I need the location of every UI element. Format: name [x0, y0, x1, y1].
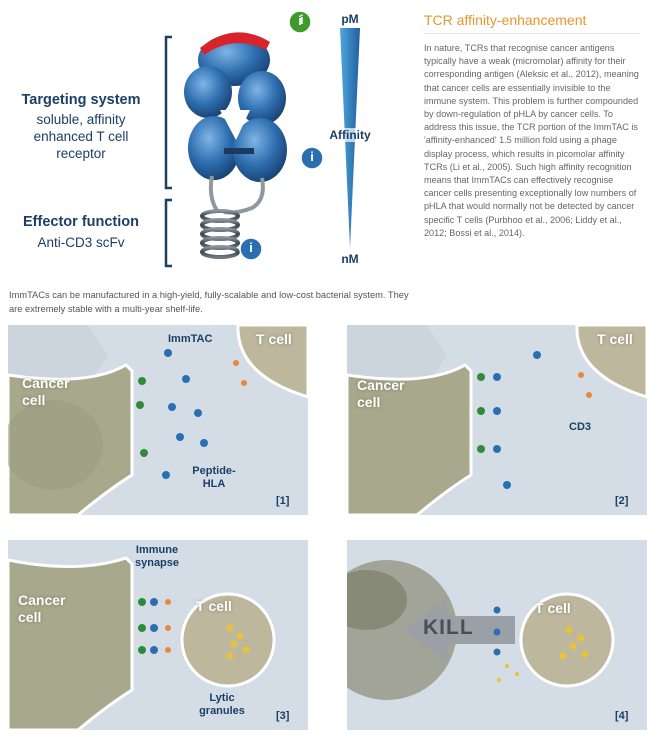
targeting-line-3: receptor [56, 146, 106, 161]
panel-2-cancer-line2: cell [357, 394, 381, 410]
targeting-bracket [164, 35, 172, 190]
panel-1-immtac-label: ImmTAC [168, 333, 213, 345]
panel-1-peptide-line1: Peptide- [192, 465, 236, 477]
panel-2-cd3-label: CD3 [569, 421, 592, 433]
panel-2-graphic [347, 325, 647, 515]
effector-bracket [164, 198, 172, 268]
panel-3-tcell-label: T cell [196, 598, 232, 614]
mechanism-panel-1: Cancer cell T cell ImmTAC Peptide- HLA [… [8, 325, 308, 515]
panel-2-cancer-line1: Cancer [357, 377, 405, 393]
panel-4-graphic [347, 560, 615, 700]
effector-function-sub: Anti-CD3 scFv [37, 235, 125, 250]
panel-1-cancer-line1: Cancer [22, 375, 70, 391]
targeting-line-1: soluble, affinity [36, 112, 126, 127]
mechanism-panel-4: KILL T cell [4] [347, 540, 647, 730]
scale-top-label: pM [341, 12, 359, 26]
info-icon-top[interactable] [288, 10, 312, 34]
panel-4-tcell-label: T cell [535, 600, 571, 616]
panel-1-graphic [8, 325, 308, 515]
panel-1-tcell-label: T cell [256, 331, 292, 347]
panel-4-kill-label: KILL [423, 616, 474, 639]
panel-3-lytic-line2: granules [199, 705, 245, 717]
info-icon-bottom[interactable] [239, 237, 263, 261]
panel-1-number: [1] [276, 495, 290, 507]
effector-function-title: Effector function [23, 214, 139, 230]
tcr-receptor-shape [184, 32, 287, 215]
mechanism-panel-2: Cancer cell T cell CD3 [2] [347, 325, 647, 515]
scale-mid-label: Affinity [322, 128, 378, 142]
antigen-binding-cap [200, 32, 270, 55]
scale-bottom-label: nM [341, 252, 359, 266]
panel-3-cancer-line2: cell [18, 609, 42, 625]
panel-2-tcell-label: T cell [597, 331, 633, 347]
panel-3-lytic-line1: Lytic [209, 692, 235, 704]
targeting-line-2: enhanced T cell [33, 129, 129, 144]
targeting-system-title: Targeting system [21, 92, 141, 108]
info-glyph-2: i [310, 149, 314, 164]
panel-4-number: [4] [615, 710, 629, 722]
mechanism-panel-3: Cancer cell T cell Immune synapse Lytic … [8, 540, 308, 730]
info-glyph-3: i [249, 240, 253, 255]
panel-3-synapse-line1: Immune [135, 544, 179, 556]
side-divider [424, 33, 640, 34]
manufacturing-caption: ImmTACs can be manufactured in a high-yi… [9, 290, 409, 314]
panel-3-synapse-line2: synapse [134, 557, 180, 569]
panel-3-number: [3] [276, 710, 290, 722]
panel-1-cancer-line2: cell [22, 392, 46, 408]
panel-3-cancer-line1: Cancer [18, 592, 66, 608]
side-heading: TCR affinity-enhancement [424, 12, 587, 28]
panel-2-number: [2] [615, 495, 629, 507]
info-icon-middle[interactable] [300, 146, 324, 170]
anti-cd3-coil [200, 209, 240, 259]
immtac-structure-diagram: i i i i Targeting system soluble, affini… [0, 0, 400, 282]
panel-3-graphic [8, 556, 276, 730]
side-paragraph: In nature, TCRs that recognise cancer an… [424, 43, 639, 238]
info-glyph-1: i [298, 13, 302, 28]
panel-1-peptide-line2: HLA [202, 478, 226, 490]
